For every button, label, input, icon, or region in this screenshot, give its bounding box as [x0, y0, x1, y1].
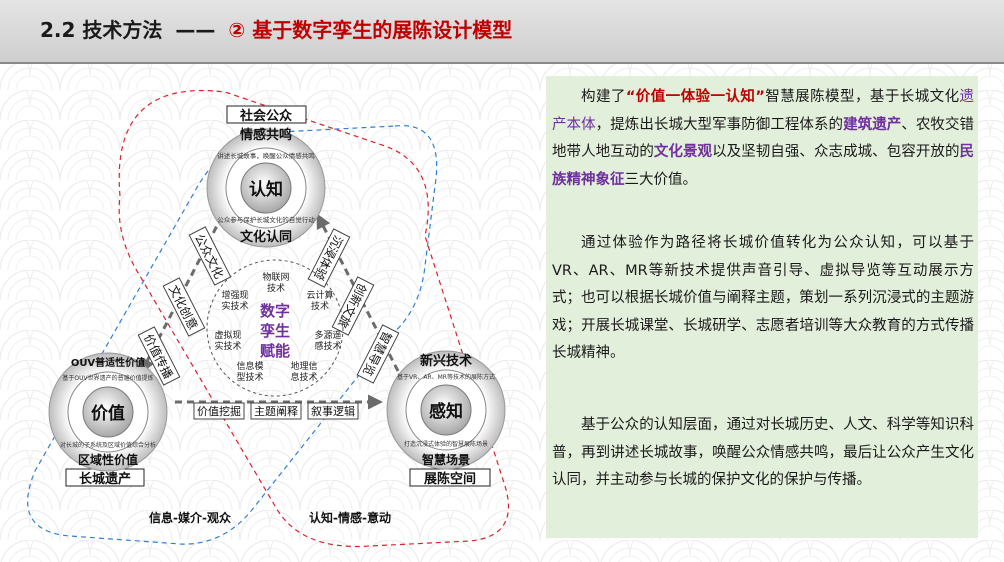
slide-header: 2.2 技术方法 —— ② 基于数字孪生的展陈设计模型 — [0, 0, 1004, 66]
node-value-box-label: 长城遗产 — [79, 471, 131, 487]
paragraph-model: 构建了“价值一体验一认知”智慧展陈模型，基于长城文化遗产本体，提炼出长城大型军事… — [552, 84, 974, 194]
node-value-lower: 区域性价值 — [78, 452, 138, 467]
digital-twin-center: 数字 孪生 赋能 物联网 技术 增强现 实技术 云计算 技术 虚拟现 实技术 多… — [206, 259, 344, 397]
header-divider — [0, 62, 1004, 64]
bottom-edge-labels: 价值挖掘 主题阐释 叙事逻辑 — [193, 402, 359, 420]
node-cognition-box — [226, 105, 307, 124]
node-perception-center: 感知 — [429, 401, 463, 422]
bottom-edge-label-1: 价值挖掘 — [197, 404, 241, 418]
p1-text-11: 三大价值。 — [624, 171, 698, 188]
tech-info-1: 信息模 — [236, 360, 263, 372]
node-value-ring-top: 基于OUV世界遗产的普遍价值提炼 — [62, 374, 153, 382]
node-perception-lower: 智慧场景 — [421, 452, 470, 467]
tech-multisource-2: 感技术 — [314, 340, 341, 352]
title-prefix: 2.2 技术方法 — [40, 18, 163, 42]
bottom-edge-label-3: 叙事逻辑 — [311, 404, 355, 418]
title-dash: —— — [175, 18, 216, 42]
p1-keyword-architectural: 建筑遗产 — [843, 116, 902, 133]
tech-ar-1: 增强现 — [221, 289, 248, 301]
caption-info-media-audience: 信息-媒介-观众 — [149, 510, 232, 525]
p1-text-3: 智慧展陈模型，基于长城文化 — [764, 89, 960, 105]
center-title-1: 数字 — [260, 302, 290, 320]
p1-keyword-spirit: 民族精神象征 — [552, 144, 975, 188]
node-perception-box-label: 展陈空间 — [424, 471, 476, 487]
p1-text-9: 以及坚韧自强、众志成城、包容开放的 — [712, 144, 960, 160]
center-title-3: 赋能 — [260, 342, 290, 360]
tech-cloud-1: 云计算 — [306, 289, 333, 301]
node-cognition-ring-bottom: 公众参与保护长城文化的自觉行动 — [217, 215, 315, 224]
node-perception-ring-bottom: 打造沉浸式体验的智慧展陈场景 — [404, 440, 488, 448]
tech-vr-1: 虚拟现 — [214, 329, 241, 341]
node-value-center: 价值 — [91, 403, 125, 424]
tech-iot-1: 物联网 — [262, 271, 289, 283]
p1-text-1: 构建了 — [581, 89, 626, 105]
p1-keyword-heritage-body: 遗产本体 — [552, 89, 975, 133]
caption-cognition-emotion-conation: 认知-情感-意动 — [309, 510, 391, 525]
description-panel: 构建了“价值一体验一认知”智慧展陈模型，基于长城文化遗产本体，提炼出长城大型军事… — [546, 76, 978, 538]
node-perception: 展陈空间 感知 新兴技术 智慧场景 基于VR、AR、MR等技术的展陈方式 打造沉… — [386, 350, 506, 487]
tech-geo-1: 地理信 — [290, 360, 317, 372]
value-experience-cognition-diagram: 社会公众 认知 情感共鸣 文化认同 讲述长城故事，唤醒公众情感共鸣 公众参与保护… — [27, 90, 509, 548]
node-value: 长城遗产 价值 OUV普适性价值 区域性价值 基于OUV世界遗产的普遍价值提炼 … — [48, 352, 168, 487]
tech-ar-2: 实技术 — [221, 300, 248, 312]
tech-multisource-1: 多源遥 — [314, 329, 341, 341]
node-cognition-center: 认知 — [249, 179, 283, 200]
red-dashed-loop — [118, 90, 509, 548]
node-perception-upper: 新兴技术 — [420, 353, 472, 369]
bottom-edge-label-2: 主题阐释 — [254, 405, 298, 418]
p1-keyword-landscape: 文化景观 — [653, 144, 713, 160]
tech-iot-2: 技术 — [267, 282, 285, 294]
tech-geo-2: 息技术 — [290, 371, 317, 383]
node-cognition-upper: 情感共鸣 — [240, 127, 292, 143]
p1-text-5: ，提炼出长城大型军事防御工程体系的 — [595, 116, 844, 133]
slide-title: 2.2 技术方法 —— ② 基于数字孪生的展陈设计模型 — [40, 14, 512, 43]
node-value-ring-bottom: 对长城的子系统及区域价值综合分析 — [60, 441, 156, 449]
left-edge-labels: 公众文化 文化创意 价值传播 — [137, 226, 232, 386]
tech-vr-2: 实技术 — [214, 340, 241, 352]
header-bar — [0, 0, 1004, 62]
p1-text-7: 、农牧交错地带人地互动的 — [552, 116, 975, 161]
tech-info-2: 型技术 — [236, 371, 263, 383]
title-accent: ② 基于数字孪生的展陈设计模型 — [228, 18, 513, 42]
node-perception-ring-top: 基于VR、AR、MR等技术的展陈方式 — [397, 373, 495, 381]
center-title-2: 孪生 — [260, 322, 290, 340]
node-cognition-lower: 文化认同 — [240, 229, 292, 245]
tech-cloud-2: 技术 — [311, 300, 329, 312]
node-value-upper: OUV普适性价值 — [71, 356, 145, 369]
p1-keyword-model: “价值一体验一认知” — [625, 89, 765, 105]
paragraph-cognition: 基于公众的认知层面，通过对长城历史、人文、科学等知识科普，再到讲述长城故事，唤醒… — [552, 417, 974, 488]
paragraph-experience: 通过体验作为路径将长城价值转化为公众认知，可以基于VR、AR、MR等新技术提供声… — [552, 235, 974, 361]
node-cognition-ring-top: 讲述长城故事，唤醒公众情感共鸣 — [217, 151, 315, 160]
node-cognition-box-label: 社会公众 — [239, 108, 292, 124]
node-cognition: 社会公众 认知 情感共鸣 文化认同 讲述长城故事，唤醒公众情感共鸣 公众参与保护… — [206, 105, 326, 248]
